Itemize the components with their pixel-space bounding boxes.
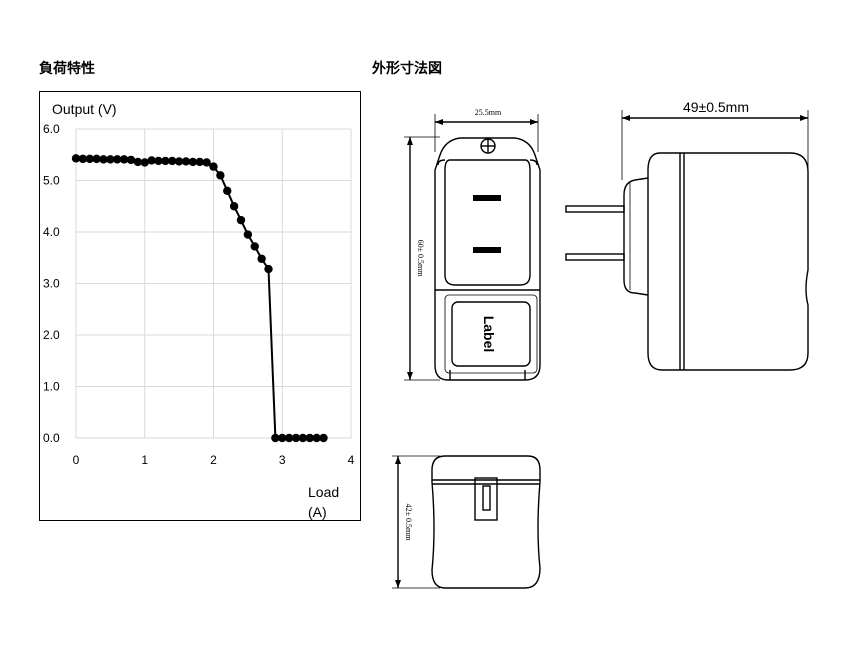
y-tick-label: 0.0: [43, 431, 60, 445]
label-area: [451, 301, 531, 367]
x-tick-label: 0: [73, 453, 80, 467]
output-voltage-line: [75, 157, 324, 439]
data-point: [174, 157, 184, 166]
arrow-icon: [395, 580, 401, 588]
data-point: [195, 157, 204, 167]
x-tick-label: 4: [348, 453, 355, 467]
chart-canvas: Output (V) 0.0 1.0 2.0 3.0 4.0 5.0 6.0 0 1 2 3 4 L…: [43, 101, 355, 520]
arrow-icon: [435, 119, 443, 125]
plug-face: [444, 159, 531, 286]
prong-slot-bottom: [473, 247, 501, 253]
data-point: [305, 433, 314, 443]
data-point: [223, 186, 232, 195]
load-characteristics-heading: 負荷特性: [39, 61, 95, 77]
data-point: [161, 156, 170, 166]
front-width-label: 25.5mm: [475, 108, 502, 117]
data-point: [113, 155, 122, 164]
prong-slot-top: [473, 195, 501, 201]
data-point: [229, 202, 239, 211]
data-point: [119, 155, 129, 164]
arrow-icon: [800, 115, 808, 121]
data-point: [216, 171, 225, 180]
data-point: [298, 433, 308, 443]
front-view: [404, 114, 541, 381]
data-point: [154, 156, 163, 166]
x-tick-label: 2: [210, 453, 217, 467]
plug-face-edge: [437, 159, 538, 166]
data-point: [147, 156, 156, 165]
data-point: [126, 155, 136, 165]
x-axis-unit: (A): [308, 504, 327, 520]
x-axis-title: Load: [308, 484, 339, 500]
data-point: [99, 155, 108, 164]
prong-lower: [565, 253, 625, 261]
x-tick-label: 3: [279, 453, 286, 467]
data-point: [284, 433, 294, 443]
data-point: [278, 433, 287, 443]
bottom-height-label: 42± 0.5mm: [404, 504, 413, 542]
arrow-icon: [622, 115, 630, 121]
data-point: [257, 254, 266, 263]
data-point: [133, 157, 143, 167]
data-point: [106, 155, 115, 164]
x-tick-labels: 0 1 2 3 4: [73, 453, 355, 467]
chart-grid: [75, 128, 352, 439]
data-point: [250, 242, 259, 251]
prong-upper: [565, 205, 625, 213]
data-point: [209, 162, 218, 171]
outline-dimensions-heading: 外形寸法図: [372, 61, 442, 77]
x-tick-label: 1: [141, 453, 148, 467]
arrow-icon: [407, 137, 413, 145]
y-tick-label: 5.0: [43, 174, 60, 188]
arrow-icon: [395, 456, 401, 464]
data-point: [243, 230, 253, 239]
data-point: [188, 157, 198, 167]
y-axis-title: Output (V): [52, 101, 117, 117]
data-point: [71, 154, 81, 163]
bottom-housing-outline: [431, 455, 541, 589]
dimension-drawings: 25.5mm 60± 0.5mm Label 49±0.5mm 42± 0.5m…: [392, 99, 809, 589]
y-tick-label: 4.0: [43, 225, 60, 239]
label-frame: [444, 294, 538, 374]
y-tick-label: 3.0: [43, 277, 60, 291]
y-tick-label: 2.0: [43, 328, 60, 342]
plug-base: [623, 177, 649, 296]
data-point: [291, 433, 301, 443]
data-point: [92, 154, 101, 164]
usb-port-frame: [474, 477, 498, 521]
side-view: [565, 110, 809, 371]
data-point: [140, 158, 149, 167]
bottom-view: [392, 455, 541, 589]
y-tick-labels: 0.0 1.0 2.0 3.0 4.0 5.0 6.0: [43, 122, 60, 445]
data-point: [181, 157, 191, 166]
data-point: [85, 154, 94, 164]
side-depth-label: 49±0.5mm: [683, 99, 749, 115]
data-point: [236, 215, 246, 225]
y-tick-label: 1.0: [43, 380, 60, 394]
label-text: Label: [481, 316, 497, 353]
usb-port-icon: [482, 485, 491, 511]
load-characteristics-chart: Output (V) 0.0 1.0 2.0 3.0 4.0 5.0 6.0 0 1 2 3 4 L…: [39, 91, 361, 521]
front-height-label: 60± 0.5mm: [416, 240, 425, 278]
data-point: [319, 433, 328, 443]
data-point: [78, 154, 88, 164]
data-points: [71, 154, 328, 443]
data-point: [202, 158, 211, 167]
data-point: [312, 433, 321, 443]
y-tick-label: 6.0: [43, 122, 60, 136]
data-point: [271, 433, 280, 443]
arrow-icon: [407, 372, 413, 380]
side-housing-outline: [647, 152, 809, 371]
data-point: [168, 156, 177, 166]
arrow-icon: [530, 119, 538, 125]
data-point: [264, 264, 273, 274]
